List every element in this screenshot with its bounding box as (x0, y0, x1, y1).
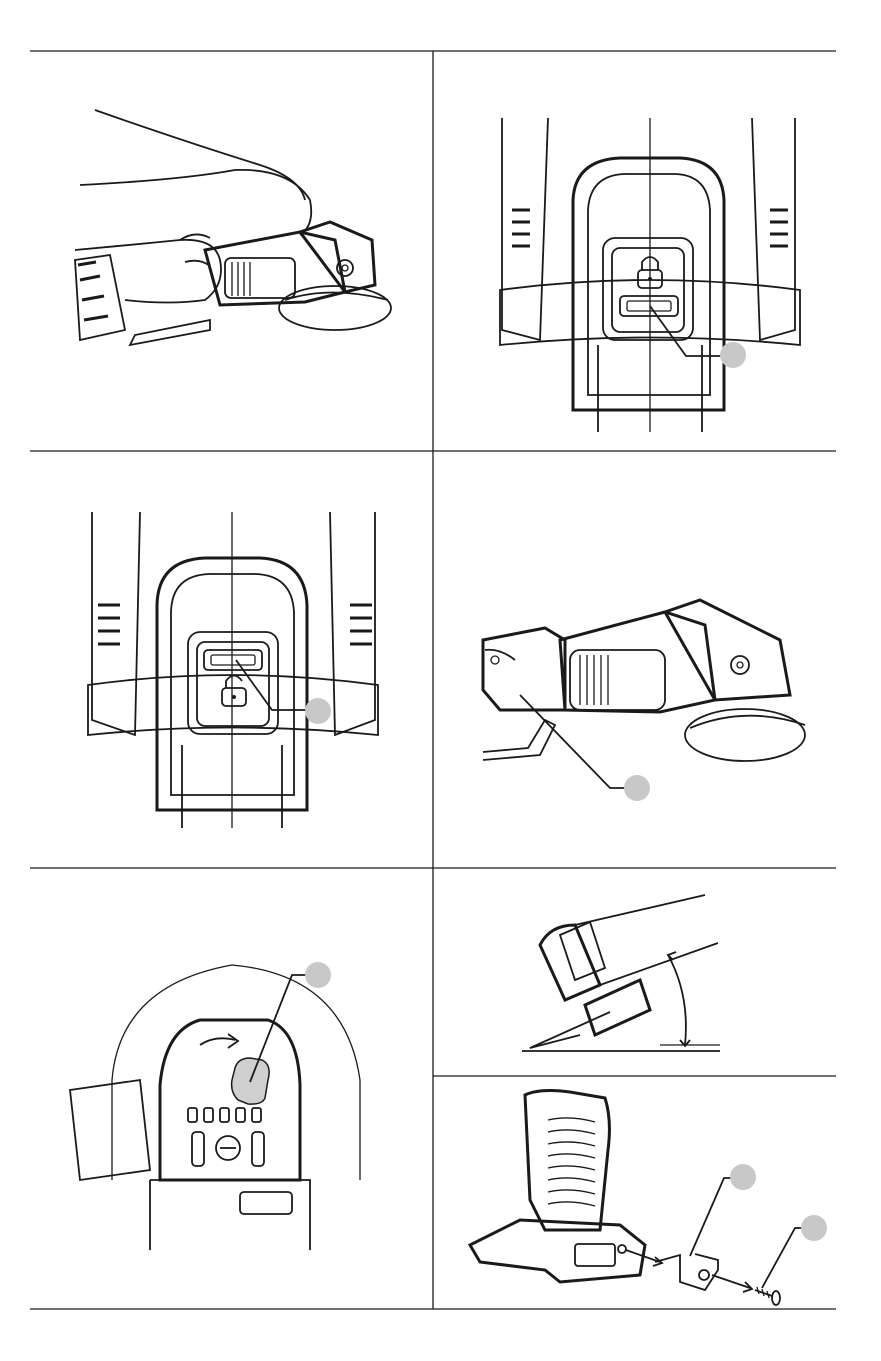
padlock-open-icon (222, 676, 246, 707)
fig-grinding-angle (522, 895, 720, 1051)
callout-marker (801, 1215, 827, 1241)
screw-icon (755, 1287, 780, 1305)
rotation-arrow-icon (200, 1034, 238, 1048)
fig-belt-hook (470, 1091, 827, 1305)
callout-marker (720, 342, 746, 368)
callout-marker (305, 962, 331, 988)
callout-marker (730, 1164, 756, 1190)
fig-switch-locked (500, 118, 800, 432)
fig-spindle-lock (70, 962, 360, 1250)
callout-marker (624, 775, 650, 801)
panel-grid (30, 51, 836, 1309)
callout-marker (305, 698, 331, 724)
fig-switch-unlocked (88, 512, 378, 828)
fig-grinder-side (483, 600, 805, 801)
fig-hand-grip (75, 110, 391, 345)
